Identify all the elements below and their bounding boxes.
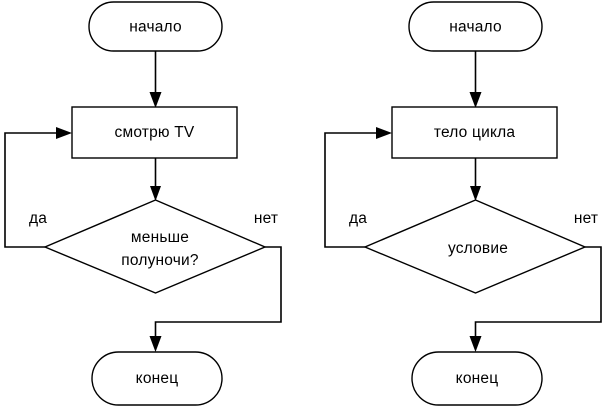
diagram-loop-body-condition: начало тело цикла условие <box>324 1 602 406</box>
connector-yes-loop-right <box>324 127 392 248</box>
branch-label-yes-right: да <box>349 210 367 227</box>
process-shape <box>71 106 238 159</box>
connector-process-to-decision-right <box>470 158 481 201</box>
connector-start-to-process-left <box>149 51 162 108</box>
connector-no-to-end-left <box>149 246 282 352</box>
terminator-shape <box>411 351 543 406</box>
branch-label-yes-left: да <box>29 210 47 227</box>
node-start-right-label: начало <box>449 19 502 36</box>
node-start-left[interactable]: начало <box>88 1 223 52</box>
node-decision-left-label-line1: меньше <box>131 229 189 246</box>
node-process-right[interactable]: тело цикла <box>391 106 558 159</box>
arrowhead-icon <box>56 127 72 139</box>
node-end-right-label: конец <box>456 370 499 387</box>
branch-label-no-left: нет <box>254 210 278 227</box>
node-start-right[interactable]: начало <box>408 1 543 52</box>
connector-yes-loop-left <box>4 127 72 248</box>
arrowhead-icon <box>469 336 482 352</box>
arrowhead-icon <box>149 92 162 108</box>
branch-label-no-right: нет <box>574 210 598 227</box>
node-decision-right[interactable]: условие <box>363 199 587 294</box>
arrowhead-icon <box>470 186 481 201</box>
node-start-left-label: начало <box>129 19 182 36</box>
connector-no-to-end-right <box>469 246 602 352</box>
node-process-left-label: смотрю TV <box>115 124 195 141</box>
connector-start-to-process-right <box>469 51 482 108</box>
node-end-left[interactable]: конец <box>91 351 223 406</box>
diagram-watch-tv-loop: начало смотрю TV меньше полуночи? <box>4 1 282 406</box>
node-end-right[interactable]: конец <box>411 351 543 406</box>
arrowhead-icon <box>469 92 482 108</box>
process-shape <box>391 106 558 159</box>
arrowhead-icon <box>376 127 392 139</box>
arrowhead-icon <box>150 186 161 201</box>
node-decision-left[interactable]: меньше полуночи? <box>43 199 267 294</box>
arrowhead-icon <box>149 336 162 352</box>
node-decision-left-label-line2: полуночи? <box>121 252 199 269</box>
node-process-right-label: тело цикла <box>434 124 516 141</box>
terminator-shape <box>91 351 223 406</box>
decision-shape <box>363 199 587 294</box>
node-decision-right-label-line1: условие <box>448 240 508 257</box>
node-end-left-label: конец <box>136 370 179 387</box>
decision-shape <box>43 199 267 294</box>
node-process-left[interactable]: смотрю TV <box>71 106 238 159</box>
connector-process-to-decision-left <box>150 158 161 201</box>
